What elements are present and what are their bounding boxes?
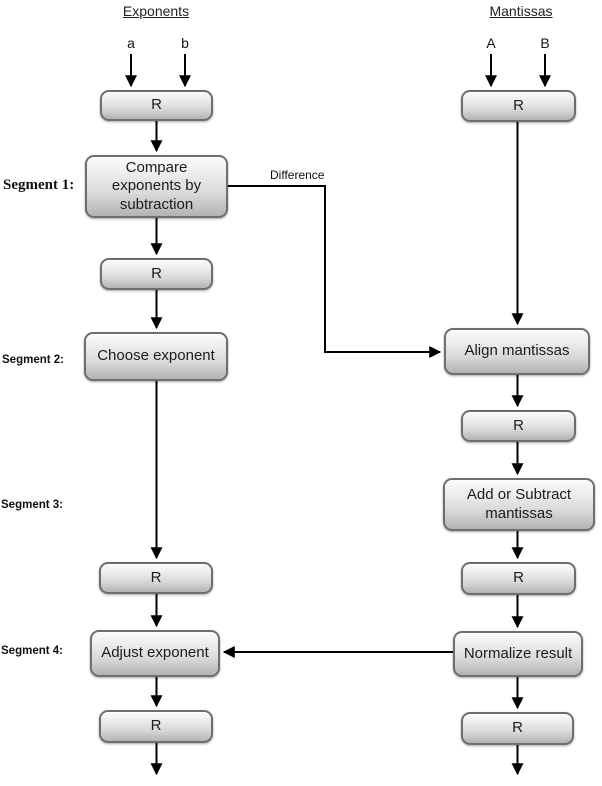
- input-label-B: B: [540, 35, 550, 51]
- register-box-mantissa-1: R: [461, 90, 576, 122]
- segment-4-label: Segment 4:: [1, 645, 63, 657]
- register-box-exponent-4: R: [99, 710, 213, 743]
- column-header-exponents: Exponents: [122, 3, 190, 19]
- arrow-difference-to-align: [228, 185, 442, 358]
- register-box-mantissa-4: R: [461, 712, 574, 745]
- segment-1-label: Segment 1:: [3, 177, 75, 193]
- compare-exponents-box: Compare exponents by subtraction: [85, 155, 228, 218]
- register-box-exponent-2: R: [100, 258, 213, 290]
- column-header-mantissas: Mantissas: [489, 3, 553, 19]
- normalize-result-box: Normalize result: [453, 631, 583, 677]
- choose-exponent-box: Choose exponent: [84, 332, 228, 381]
- align-mantissas-box: Align mantissas: [444, 328, 590, 375]
- register-box-mantissa-3: R: [461, 562, 576, 595]
- input-label-A: A: [486, 35, 496, 51]
- adjust-exponent-box: Adjust exponent: [90, 630, 220, 677]
- segment-2-label: Segment 2:: [2, 354, 64, 366]
- input-label-b: b: [181, 35, 189, 51]
- segment-3-label: Segment 3:: [1, 499, 63, 511]
- register-box-mantissa-2: R: [461, 410, 576, 442]
- add-subtract-mantissas-box: Add or Subtract mantissas: [443, 478, 595, 531]
- difference-edge-label: Difference: [270, 168, 325, 182]
- register-box-exponent-3: R: [99, 562, 213, 594]
- register-box-exponent-1: R: [100, 90, 213, 121]
- input-label-a: a: [127, 35, 135, 51]
